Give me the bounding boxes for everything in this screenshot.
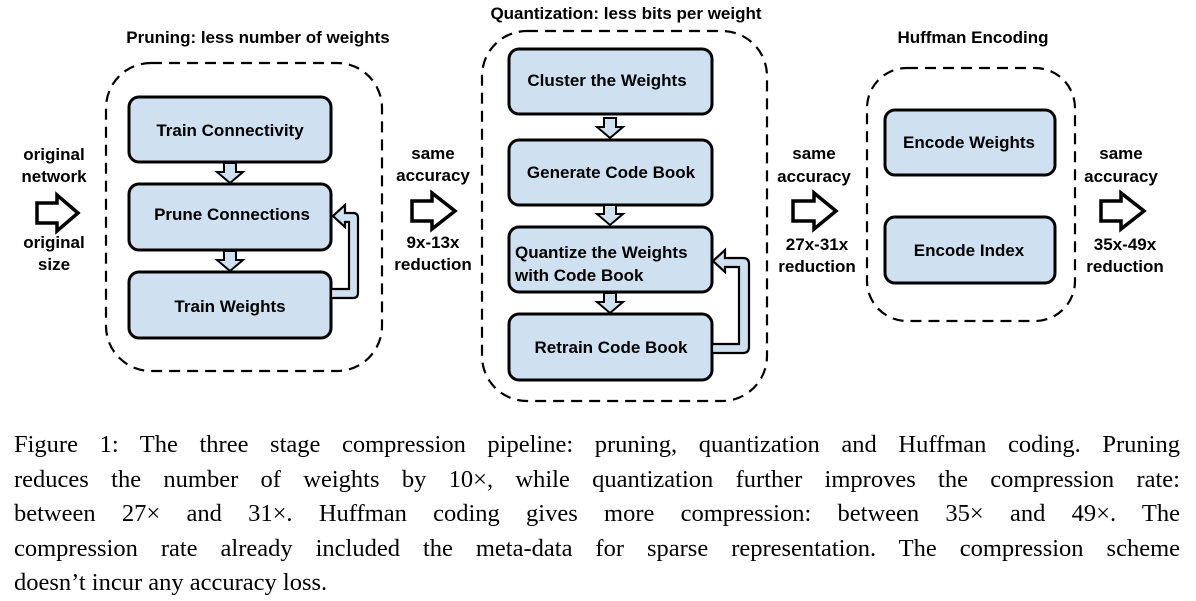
stage-huffman-border: [865, 66, 1077, 323]
right-arrow-icon: [1099, 189, 1147, 233]
transition-2-bottom-line-1: 27x-31x: [786, 235, 849, 254]
transition-1-bottom-line-2: reduction: [394, 255, 471, 274]
stage-quantization-border: [480, 29, 769, 403]
input-top-line-1: original: [23, 145, 84, 164]
transition-1-bottom-line-1: 9x-13x: [407, 233, 460, 252]
transition-1-top-line-2: accuracy: [396, 166, 470, 185]
caption-line: doesn’t incur any accuracy loss.: [14, 569, 328, 596]
right-arrow-icon: [791, 189, 839, 233]
step-encode-index-label: Encode Index: [914, 241, 1025, 260]
right-arrow-icon: [410, 189, 458, 233]
step-encode-index: [883, 215, 1057, 285]
transition-3-bottom-line-2: reduction: [1086, 257, 1163, 276]
pipeline-diagram: original network original size Pruning: …: [21, 4, 1164, 403]
input-bottom-line-1: original: [23, 233, 84, 252]
down-arrow-icon: [594, 117, 626, 140]
step-quantize-weights-label-1: Quantize the Weights: [515, 243, 688, 262]
feedback-loop-arrow-icon: [329, 202, 360, 300]
transition-2-bottom-line-2: reduction: [778, 257, 855, 276]
stage-pruning-border: [104, 61, 384, 373]
figure-caption: Figure 1: The three stage compression pi…: [14, 428, 1180, 601]
feedback-loop-arrow-icon: [710, 247, 751, 355]
down-arrow-icon: [214, 250, 246, 273]
transition-1: same accuracy 9x-13x reduction: [394, 144, 471, 274]
caption-line: reduces the number of weights by 10×, wh…: [14, 465, 1180, 493]
caption-line: compression rate already included the me…: [14, 534, 1180, 562]
stage-huffman-title: Huffman Encoding: [897, 28, 1048, 47]
step-prune-connections-label: Prune Connections: [154, 205, 310, 224]
down-arrow-icon: [594, 292, 626, 315]
down-arrow-icon: [214, 162, 246, 185]
caption-line: Figure 1: The three stage compression pi…: [14, 431, 1180, 458]
down-arrow-icon: [594, 204, 626, 227]
input-arrow-icon: [35, 191, 81, 235]
step-encode-weights-label: Encode Weights: [903, 133, 1035, 152]
stage-quantization-title: Quantization: less bits per weight: [490, 4, 761, 23]
input-bottom-line-2: size: [38, 255, 70, 274]
stage-quantization: Quantization: less bits per weight Clust…: [480, 4, 769, 403]
transition-2-top-line-2: accuracy: [777, 167, 851, 186]
stage-pruning-title: Pruning: less number of weights: [126, 28, 390, 47]
step-cluster-weights-label: Cluster the Weights: [527, 71, 686, 90]
step-cluster-weights: [507, 47, 714, 116]
input-label: original network original size: [21, 145, 87, 274]
transition-3: same accuracy 35x-49x reduction: [1084, 144, 1164, 276]
step-train-weights-label: Train Weights: [174, 297, 285, 316]
step-retrain-code-book-label: Retrain Code Book: [534, 338, 688, 357]
stage-huffman: Huffman Encoding Encode Weights Encode I…: [865, 28, 1077, 323]
step-quantize-weights-label-2: with Code Book: [514, 266, 644, 285]
step-generate-code-book-label: Generate Code Book: [527, 163, 696, 182]
step-train-weights: [127, 270, 333, 340]
transition-1-top-line-1: same: [411, 144, 454, 163]
step-train-connectivity-label: Train Connectivity: [156, 121, 304, 140]
stage-pruning: Pruning: less number of weights Train Co…: [104, 28, 390, 373]
input-top-line-2: network: [21, 167, 87, 186]
transition-3-top-line-1: same: [1099, 144, 1142, 163]
transition-3-bottom-line-1: 35x-49x: [1094, 235, 1157, 254]
transition-3-top-line-2: accuracy: [1084, 167, 1158, 186]
caption-line: between 27× and 31×. Huffman coding give…: [14, 500, 1180, 527]
step-encode-weights: [883, 108, 1057, 177]
transition-2: same accuracy 27x-31x reduction: [777, 144, 856, 276]
transition-2-top-line-1: same: [792, 144, 835, 163]
